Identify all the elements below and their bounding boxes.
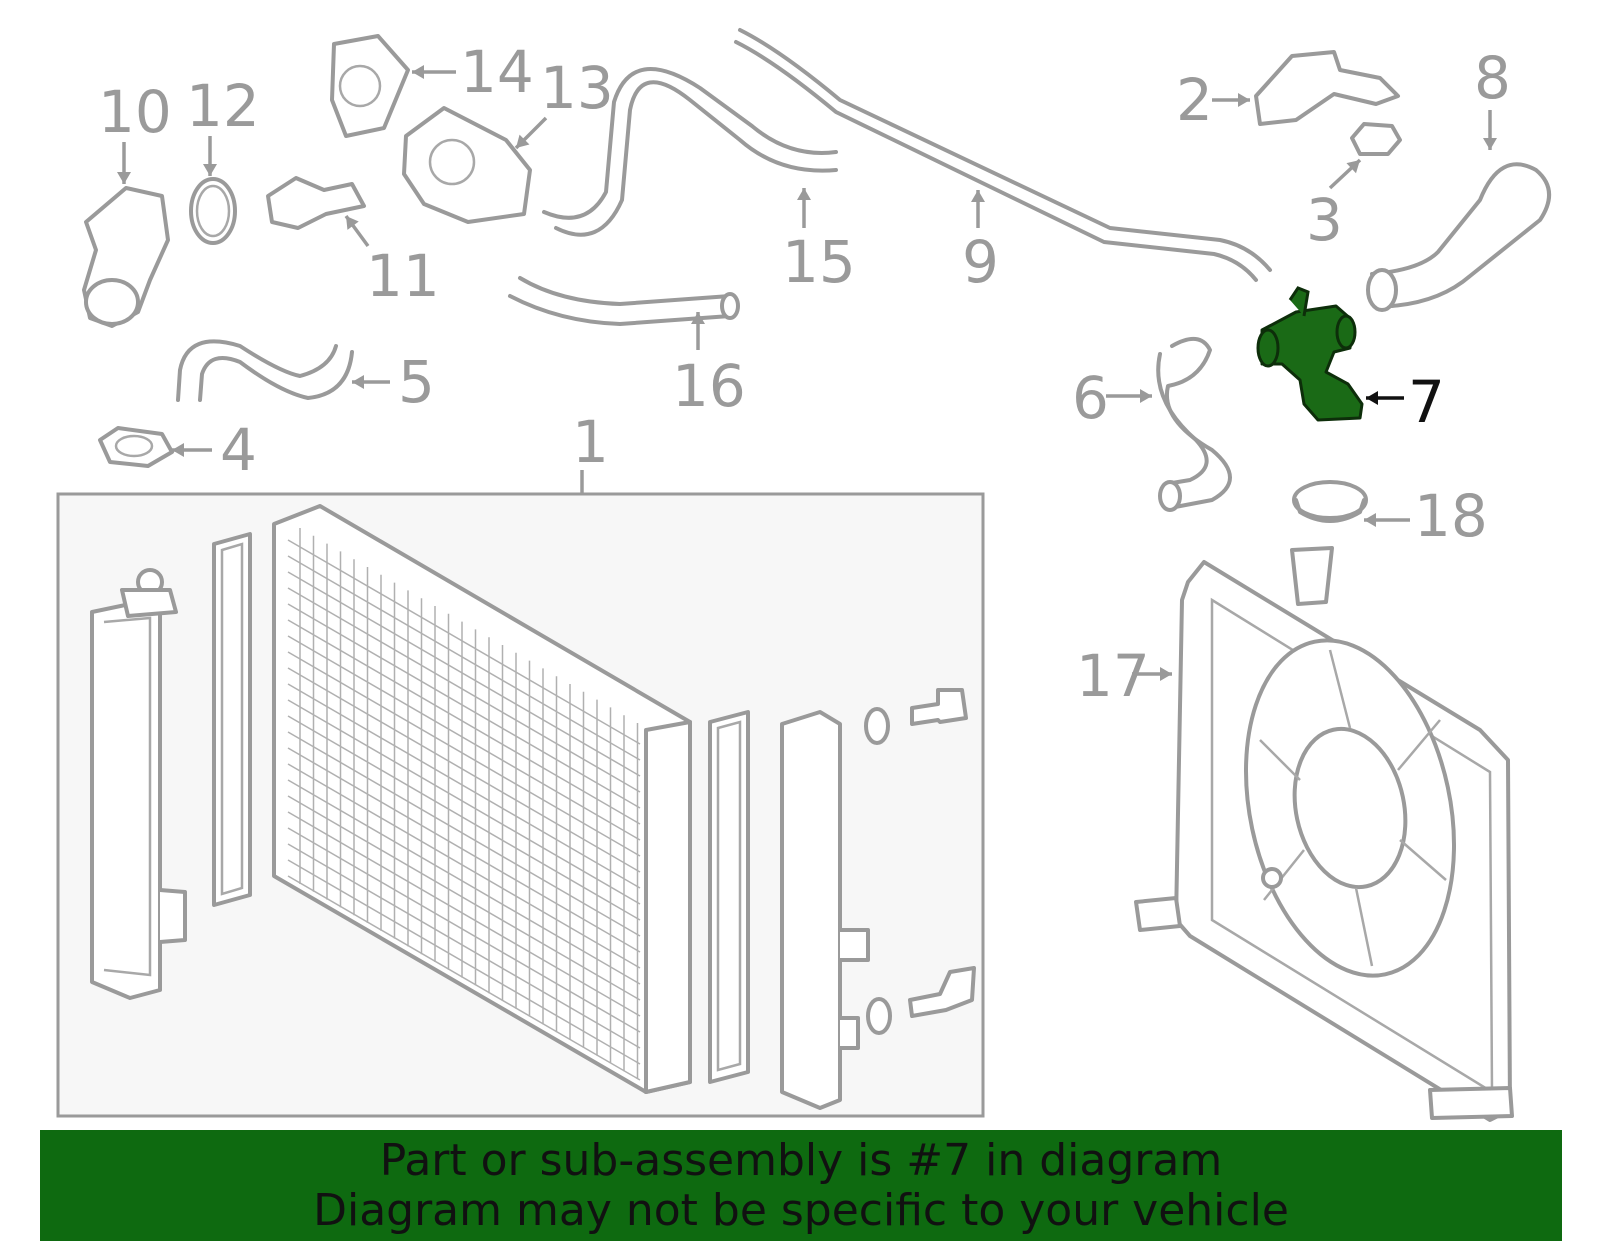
core-tube (287, 603, 641, 809)
callout-label-7: 7 (1408, 368, 1445, 436)
callout-label-6: 6 (1072, 364, 1109, 432)
callout-arrowhead-11 (346, 216, 359, 230)
callout-label-4: 4 (220, 416, 257, 484)
callout-label-9: 9 (962, 228, 999, 296)
core-tube (287, 651, 641, 857)
core-tube (287, 539, 641, 745)
core-tube (287, 587, 641, 793)
small-parts (82, 28, 1551, 523)
core-tube (287, 619, 641, 825)
callout-label-1: 1 (572, 408, 609, 476)
core-tube (287, 715, 641, 921)
callout-label-18: 18 (1414, 482, 1488, 550)
core-tube (287, 555, 641, 761)
core-tube (287, 571, 641, 777)
callout-arrowhead-14 (412, 65, 424, 79)
callout-arrowhead-4 (172, 443, 184, 457)
callout-arrowhead-6 (1140, 389, 1152, 403)
core-tube (287, 699, 641, 905)
banner-line-1: Part or sub-assembly is #7 in diagram (379, 1134, 1223, 1186)
callout-label-3: 3 (1306, 186, 1343, 254)
callout-label-8: 8 (1474, 44, 1511, 112)
callout-arrowhead-18 (1364, 513, 1376, 527)
callout-arrowhead-17 (1160, 667, 1172, 681)
core-tube (287, 843, 641, 1049)
core-tube (287, 875, 641, 1081)
core-tube (287, 667, 641, 873)
callout-arrowhead-3 (1346, 160, 1360, 174)
callout-arrowhead-13 (516, 134, 530, 148)
callout-arrowhead-15 (797, 188, 811, 200)
core-tube (287, 827, 641, 1033)
callout-label-16: 16 (672, 352, 746, 420)
callout-arrowhead-7 (1366, 391, 1378, 405)
callout-label-2: 2 (1176, 66, 1213, 134)
callout-label-17: 17 (1076, 642, 1150, 710)
callout-arrowhead-2 (1238, 93, 1250, 107)
callout-label-13: 13 (540, 54, 614, 122)
callout-arrowhead-16 (691, 312, 705, 324)
core-tube (287, 811, 641, 1017)
radiator-core-grid (287, 528, 641, 1081)
callout-label-11: 11 (366, 242, 440, 310)
callout-label-10: 10 (98, 78, 172, 146)
core-tube (287, 795, 641, 1001)
core-tube (287, 683, 641, 889)
callout-arrowhead-5 (352, 375, 364, 389)
callout-arrowhead-12 (203, 164, 217, 176)
core-tube (287, 731, 641, 937)
core-tube (287, 763, 641, 969)
callout-label-15: 15 (782, 228, 856, 296)
core-tube (287, 635, 641, 841)
radiator-assembly-panel (56, 470, 985, 1118)
core-tube (287, 859, 641, 1065)
callout-arrowhead-8 (1483, 138, 1497, 150)
callout-label-12: 12 (186, 72, 260, 140)
callout-arrowhead-9 (971, 190, 985, 202)
core-tube (287, 747, 641, 953)
fan-shroud (1134, 546, 1514, 1122)
highlighted-part-7 (1256, 286, 1364, 422)
core-tube (287, 779, 641, 985)
callout-label-5: 5 (398, 348, 435, 416)
info-banner: Part or sub-assembly is #7 in diagram Di… (40, 1130, 1562, 1241)
callout-label-14: 14 (460, 38, 534, 106)
callout-arrowhead-10 (117, 172, 131, 184)
banner-line-2: Diagram may not be specific to your vehi… (313, 1184, 1289, 1236)
